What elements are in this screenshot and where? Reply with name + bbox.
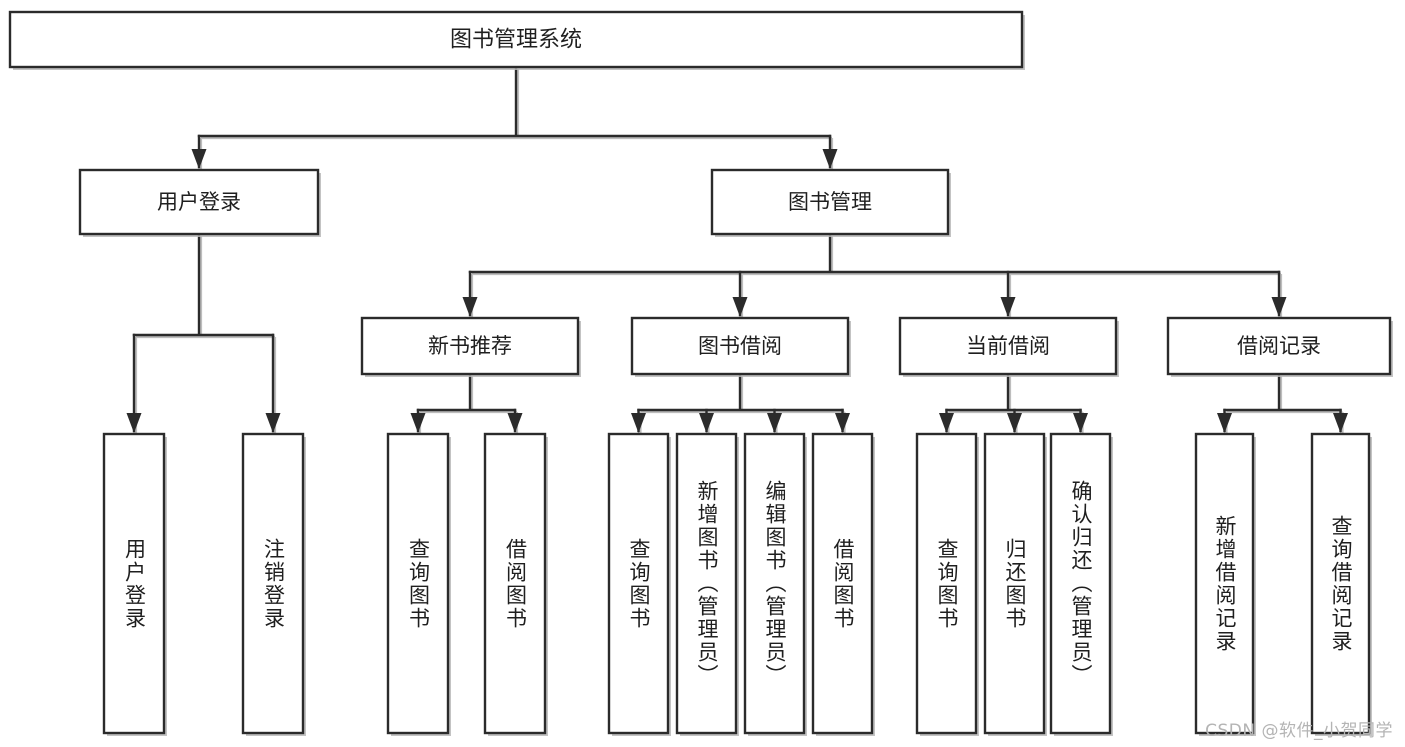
arrow-head-icon [767,413,782,433]
arrow-head-icon [699,413,714,433]
node-label-book-management: 图书管理 [788,190,872,214]
node-label-new-book-recommend: 新书推荐 [428,334,512,358]
node-cb-return-book[interactable] [983,432,1046,735]
node-bb-edit-book[interactable] [743,432,806,735]
nodes-layer [8,10,1393,736]
node-nb-query-book[interactable] [386,432,450,735]
node-borrow-record[interactable] [1166,316,1392,376]
node-leaf-user-login[interactable] [102,432,166,735]
node-label-user-login: 用户登录 [157,190,241,214]
connectors-layer [126,65,1348,433]
node-cb-confirm-return[interactable] [1049,432,1112,735]
arrow-head-icon [126,413,142,433]
arrow-head-icon [1333,413,1348,433]
node-root[interactable] [8,10,1024,69]
arrow-head-icon [1000,297,1016,317]
arrow-head-icon [1217,413,1232,433]
node-user-login[interactable] [78,168,320,236]
arrow-head-icon [507,413,523,433]
node-label-book-borrow: 图书借阅 [698,334,782,358]
node-book-borrow[interactable] [630,316,850,376]
node-nb-borrow-book[interactable] [483,432,547,735]
node-br-add-record[interactable] [1194,432,1255,735]
arrow-head-icon [1073,413,1088,433]
node-label-borrow-record: 借阅记录 [1237,334,1321,358]
node-book-management[interactable] [710,168,950,236]
node-leaf-user-logout[interactable] [241,432,305,735]
watermark-text: CSDN @软件_小贺同学 [1205,721,1393,741]
arrow-head-icon [265,413,281,433]
arrow-head-icon [410,413,426,433]
node-label-current-borrow: 当前借阅 [966,334,1050,358]
arrow-head-icon [732,297,748,317]
arrow-head-icon [1271,297,1287,317]
arrow-head-icon [191,149,207,169]
node-label-root: 图书管理系统 [450,28,582,53]
node-bb-borrow-book[interactable] [811,432,874,735]
arrow-head-icon [631,413,646,433]
node-current-borrow[interactable] [898,316,1118,376]
arrow-head-icon [939,413,954,433]
node-br-query-record[interactable] [1310,432,1371,735]
arrow-head-icon [462,297,478,317]
node-new-book-recommend[interactable] [360,316,580,376]
arrow-head-icon [835,413,850,433]
arrow-head-icon [1007,413,1022,433]
node-bb-query-book[interactable] [607,432,670,735]
node-bb-add-book[interactable] [675,432,738,735]
node-cb-query-book[interactable] [915,432,978,735]
arrow-head-icon [822,149,838,169]
